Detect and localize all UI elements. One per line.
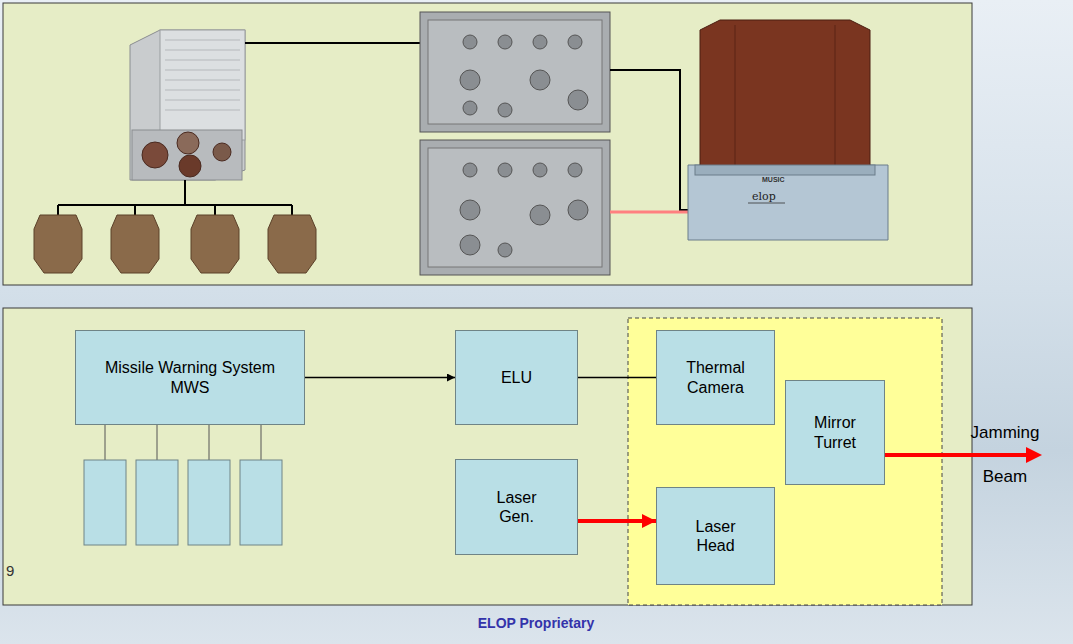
node-text: Laser Gen. xyxy=(487,488,547,526)
processor-unit xyxy=(130,30,245,180)
node-text: Missile Warning System MWS xyxy=(95,358,285,396)
signal-line xyxy=(305,377,455,379)
beam-label: Jamming Beam xyxy=(962,411,1048,499)
process-box: Thermal Camera xyxy=(656,330,775,425)
proprietary-notice: ELOP Proprietary xyxy=(436,615,636,631)
node-text: Laser Head xyxy=(686,517,746,555)
process-box: Laser Head xyxy=(656,487,775,585)
device-marking: MUSIC xyxy=(762,176,802,183)
laser-beam-arrow xyxy=(578,519,656,523)
signal-line xyxy=(578,377,656,379)
process-box: Missile Warning System MWS xyxy=(75,330,305,425)
process-box: Laser Gen. xyxy=(455,459,578,555)
node-text: Thermal Camera xyxy=(674,358,758,396)
turret-illustration xyxy=(688,20,888,240)
brand-marking: elop xyxy=(752,190,792,203)
rack-panel xyxy=(420,12,610,275)
page-number: 9 xyxy=(6,562,20,579)
process-box: ELU xyxy=(455,330,578,425)
node-text: Mirror Turret xyxy=(803,413,867,451)
node-text: ELU xyxy=(501,368,532,387)
process-box: Mirror Turret xyxy=(785,380,885,485)
